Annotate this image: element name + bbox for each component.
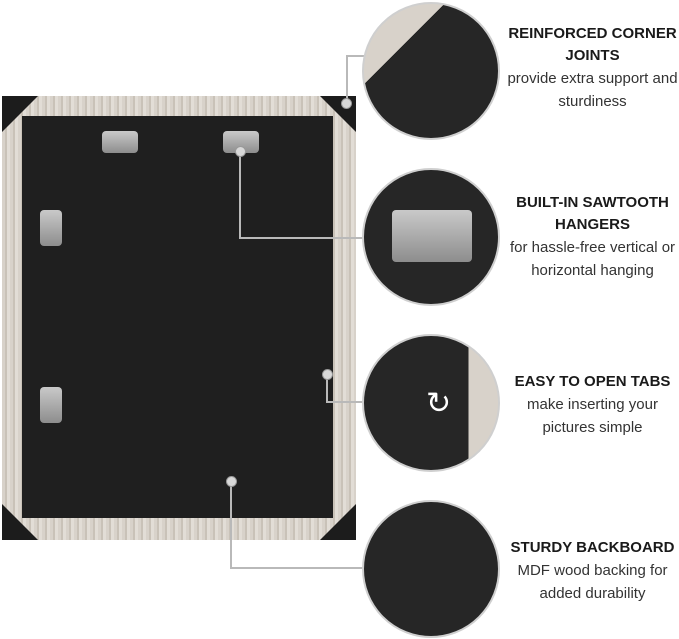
sawtooth-hanger bbox=[102, 131, 138, 153]
sawtooth-hanger bbox=[40, 387, 62, 423]
sawtooth-hanger bbox=[223, 131, 259, 153]
feature-title: REINFORCED CORNER JOINTS bbox=[508, 25, 677, 64]
callout-dot bbox=[322, 369, 333, 380]
callout-dot bbox=[226, 476, 237, 487]
backboard bbox=[22, 116, 333, 518]
feature-desc: provide extra support and sturdiness bbox=[507, 70, 678, 110]
feature-title: BUILT-IN SAWTOOTH HANGERS bbox=[516, 194, 669, 233]
sawtooth-hanger-icon bbox=[362, 168, 500, 306]
feature-sawtooth-hangers: BUILT-IN SAWTOOTH HANGERS for hassle-free… bbox=[500, 192, 679, 282]
feature-corner-joints: REINFORCED CORNER JOINTS provide extra su… bbox=[500, 23, 679, 113]
corner-joint-icon bbox=[362, 2, 500, 140]
sawtooth-hanger bbox=[40, 210, 62, 246]
backboard-icon bbox=[362, 500, 500, 638]
feature-desc: for hassle-free vertical or horizontal h… bbox=[509, 239, 676, 279]
callout-dot bbox=[341, 98, 352, 109]
callout-dot bbox=[235, 146, 246, 157]
rotate-icon: ↻ bbox=[362, 334, 500, 472]
feature-title: STURDY BACKBOARD bbox=[510, 539, 675, 556]
feature-backboard: STURDY BACKBOARD MDF wood backing for add… bbox=[500, 537, 679, 605]
feature-easy-tabs: EASY TO OPEN TABS make inserting your pic… bbox=[500, 371, 679, 439]
feature-desc: make inserting your pictures simple bbox=[527, 396, 658, 436]
feature-title: EASY TO OPEN TABS bbox=[514, 373, 671, 390]
feature-desc: MDF wood backing for added durability bbox=[517, 562, 668, 602]
